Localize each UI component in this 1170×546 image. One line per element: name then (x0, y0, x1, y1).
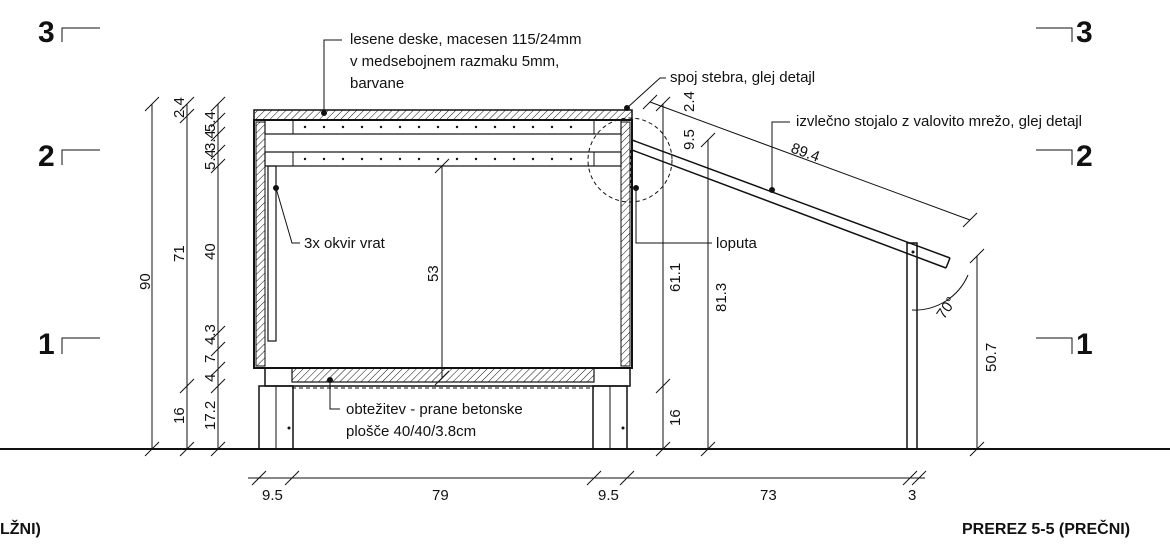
nail-dot (417, 157, 421, 161)
leader-lines (273, 39, 790, 410)
nail-dots (303, 125, 573, 161)
nail-dot (436, 125, 440, 129)
weight-note-line1: obtežitev - prane betonske (346, 401, 523, 418)
nail-dot (569, 125, 573, 129)
section-mark-2-left: 2 (38, 140, 55, 173)
nail-dot (550, 125, 554, 129)
dim-4-3: 4.3 (202, 324, 219, 345)
nail-dot (360, 157, 364, 161)
dim-3: 3 (908, 487, 916, 504)
dim-53: 53 (425, 265, 442, 282)
dim-73: 73 (760, 487, 777, 504)
dim-9-5-b: 9.5 (598, 487, 619, 504)
nail-dot (474, 157, 478, 161)
caption-right: PREREZ 5-5 (PREČNI) (962, 519, 1130, 538)
nail-dot (360, 125, 364, 129)
boards-note-line3: barvane (350, 75, 404, 92)
nail-dot (455, 157, 459, 161)
dim-5-4b: 5.4 (202, 149, 219, 170)
nail-dot (474, 125, 478, 129)
nail-dot (398, 125, 402, 129)
nail-dot (398, 157, 402, 161)
dim-79: 79 (432, 487, 449, 504)
nail-dot (550, 157, 554, 161)
section-mark-1-left: 1 (38, 328, 55, 361)
cabinet (253, 109, 673, 450)
nail-dot (379, 125, 383, 129)
section-markers: 3 2 1 3 2 1 (38, 16, 1093, 361)
section-mark-1-right: 1 (1076, 328, 1093, 361)
dim-17-2: 17.2 (202, 401, 219, 430)
nail-dot (512, 157, 516, 161)
stand-note: izvlečno stojalo z valovito mrežo, glej … (796, 113, 1082, 130)
dim-40: 40 (202, 243, 219, 260)
dim-9-5-a: 9.5 (262, 487, 283, 504)
dim-81-3: 81.3 (713, 283, 730, 312)
nail-dot (569, 157, 573, 161)
nail-dot (493, 157, 497, 161)
nail-dot (436, 157, 440, 161)
nail-dot (303, 157, 307, 161)
nail-dot (341, 157, 345, 161)
nail-dot (379, 157, 383, 161)
dim-16-right: 16 (667, 409, 684, 426)
dim-89-4: 89.4 (789, 140, 822, 166)
boards-note-line1: lesene deske, macesen 115/24mm (350, 31, 582, 48)
dim-angle: 70° (933, 294, 960, 322)
dim-2-4: 2.4 (171, 97, 188, 118)
dimension-lines (144, 94, 985, 486)
nail-dot (417, 125, 421, 129)
boards-note-line2: v medsebojnem razmaku 5mm, (350, 53, 559, 70)
nail-dot (531, 157, 535, 161)
extendable-stand (631, 139, 969, 450)
nail-dot (341, 125, 345, 129)
dim-3-4: 3.4 (202, 130, 219, 151)
dim-2-4-right: 2.4 (681, 91, 698, 112)
nail-dot (322, 125, 326, 129)
caption-left: LŽNI) (0, 519, 41, 538)
dim-71: 71 (171, 245, 188, 262)
nail-dot (493, 125, 497, 129)
dim-50-7: 50.7 (983, 343, 1000, 372)
dim-16-left: 16 (171, 407, 188, 424)
dim-9-5-right: 9.5 (681, 129, 698, 150)
dim-90: 90 (137, 273, 154, 290)
dim-61-1: 61.1 (667, 263, 684, 292)
nail-dot (531, 125, 535, 129)
weight-note-line2: plošče 40/40/3.8cm (346, 423, 476, 440)
nail-dot (303, 125, 307, 129)
section-mark-3-right: 3 (1076, 16, 1093, 49)
dim-4: 4 (202, 374, 219, 382)
door-frame-note: 3x okvir vrat (304, 235, 386, 252)
nail-dot (322, 157, 326, 161)
nail-dot (455, 125, 459, 129)
nail-dot (512, 125, 516, 129)
dim-7: 7 (202, 355, 219, 363)
dim-5-4a: 5.4 (202, 111, 219, 132)
post-joint-note: spoj stebra, glej detajl (670, 69, 815, 86)
section-mark-3-left: 3 (38, 16, 55, 49)
section-mark-2-right: 2 (1076, 140, 1093, 173)
flap-note: loputa (716, 235, 758, 252)
